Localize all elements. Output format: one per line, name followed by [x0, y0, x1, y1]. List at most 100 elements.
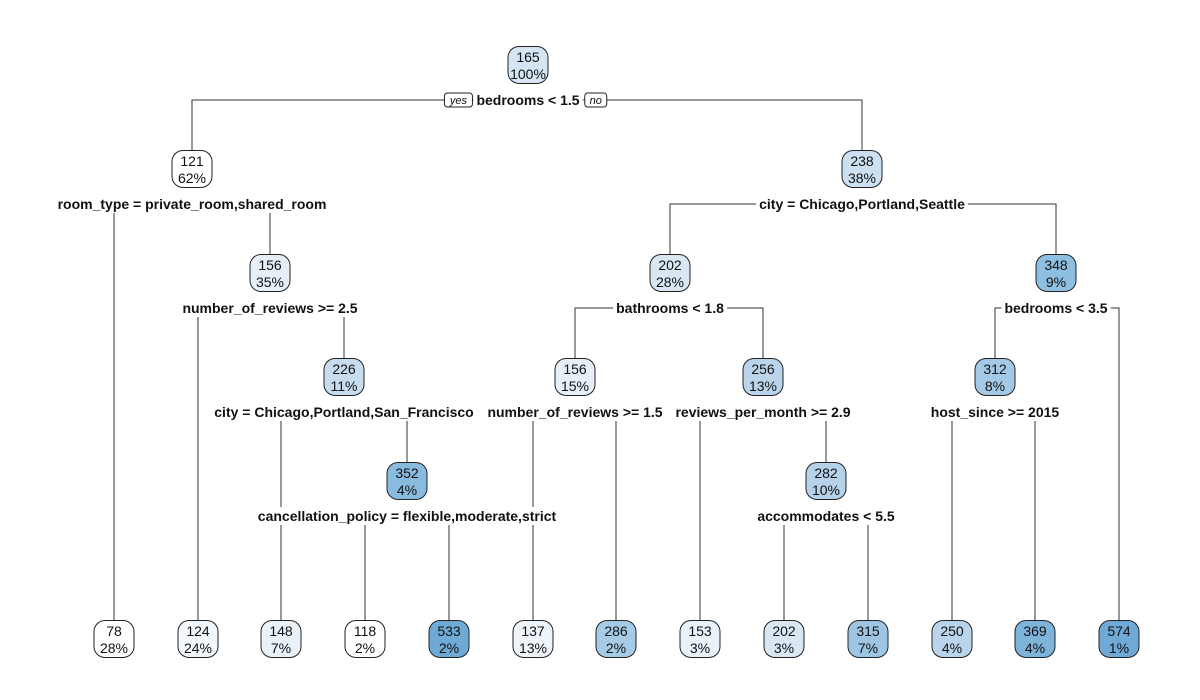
node-percent: 100%: [510, 66, 546, 82]
node-percent: 3%: [774, 640, 794, 656]
node-percent: 2%: [606, 640, 626, 656]
node-box: [1098, 620, 1140, 658]
node-box: [386, 462, 428, 500]
node-value: 202: [772, 623, 796, 639]
split-label-n27: accommodates < 5.5: [754, 507, 898, 525]
split-label-n1: bedrooms < 1.5: [473, 91, 583, 109]
edge-n7-n15: [1056, 307, 1120, 621]
node-percent: 8%: [985, 378, 1005, 394]
node-box: [171, 150, 213, 188]
split-text: bathrooms < 1.8: [616, 300, 724, 316]
edge-n1-n3: [528, 99, 863, 151]
edge-n23-n47: [407, 515, 450, 621]
node-box: [428, 620, 470, 658]
edge-n5-n10: [197, 307, 270, 621]
node-value: 78: [106, 623, 122, 639]
node-percent: 7%: [858, 640, 878, 656]
tree-nodes: 165100%12162%23838%7828%15635%20228%3489…: [93, 46, 1140, 658]
node-value: 202: [658, 257, 682, 273]
edge-n27-n54: [783, 515, 826, 621]
split-label-n23: cancellation_policy = flexible,moderate,…: [254, 507, 560, 525]
node-box: [1014, 620, 1056, 658]
edge-n27-n55: [826, 515, 869, 621]
node-box: [93, 620, 135, 658]
node-box: [679, 620, 721, 658]
edge-n14-n28: [951, 411, 995, 621]
branch-tag-yes: yes: [443, 92, 473, 108]
split-text: city = Chicago,Portland,Seattle: [759, 196, 965, 212]
node-percent: 4%: [397, 482, 417, 498]
split-label-n11: city = Chicago,Portland,San_Francisco: [211, 403, 477, 421]
branch-tag-text: no: [590, 95, 602, 107]
node-percent: 24%: [184, 640, 212, 656]
node-percent: 3%: [690, 640, 710, 656]
node-percent: 62%: [178, 170, 206, 186]
node-box: [323, 358, 365, 396]
edge-n2-n4: [113, 203, 192, 621]
branch-tag-text: yes: [449, 95, 468, 107]
edge-n14-n29: [995, 411, 1036, 621]
split-label-n7: bedrooms < 3.5: [1001, 299, 1111, 317]
node-value: 124: [186, 623, 210, 639]
split-text: number_of_reviews >= 1.5: [487, 404, 662, 420]
node-value: 238: [850, 153, 874, 169]
node-value: 282: [814, 465, 838, 481]
edge-n1-n2: [191, 99, 528, 151]
split-text: cancellation_policy = flexible,moderate,…: [258, 508, 557, 524]
node-value: 226: [332, 361, 356, 377]
node-percent: 35%: [256, 274, 284, 290]
node-percent: 2%: [355, 640, 375, 656]
split-label-n5: number_of_reviews >= 2.5: [179, 299, 361, 317]
node-percent: 28%: [100, 640, 128, 656]
node-percent: 4%: [1025, 640, 1045, 656]
node-box: [805, 462, 847, 500]
node-percent: 4%: [942, 640, 962, 656]
node-percent: 13%: [749, 378, 777, 394]
node-percent: 28%: [656, 274, 684, 290]
edge-n23-n46: [364, 515, 407, 621]
node-value: 250: [940, 623, 964, 639]
edge-n12-n25: [575, 411, 617, 621]
node-box: [1035, 254, 1077, 292]
split-label-n12: number_of_reviews >= 1.5: [484, 403, 666, 421]
split-label-n14: host_since >= 2015: [927, 403, 1063, 421]
node-percent: 9%: [1046, 274, 1066, 290]
split-label-n6: bathrooms < 1.8: [613, 299, 728, 317]
node-box: [177, 620, 219, 658]
split-text: city = Chicago,Portland,San_Francisco: [214, 404, 473, 420]
split-text: bedrooms < 1.5: [476, 92, 579, 108]
node-percent: 38%: [848, 170, 876, 186]
split-text: host_since >= 2015: [931, 404, 1060, 420]
node-value: 153: [688, 623, 712, 639]
node-percent: 7%: [271, 640, 291, 656]
node-box: [507, 46, 549, 84]
node-value: 148: [269, 623, 293, 639]
node-value: 165: [516, 49, 540, 65]
node-value: 118: [354, 623, 377, 639]
node-value: 256: [751, 361, 775, 377]
node-box: [974, 358, 1016, 396]
node-box: [841, 150, 883, 188]
node-box: [512, 620, 554, 658]
node-box: [742, 358, 784, 396]
node-box: [847, 620, 889, 658]
node-percent: 11%: [331, 378, 358, 394]
